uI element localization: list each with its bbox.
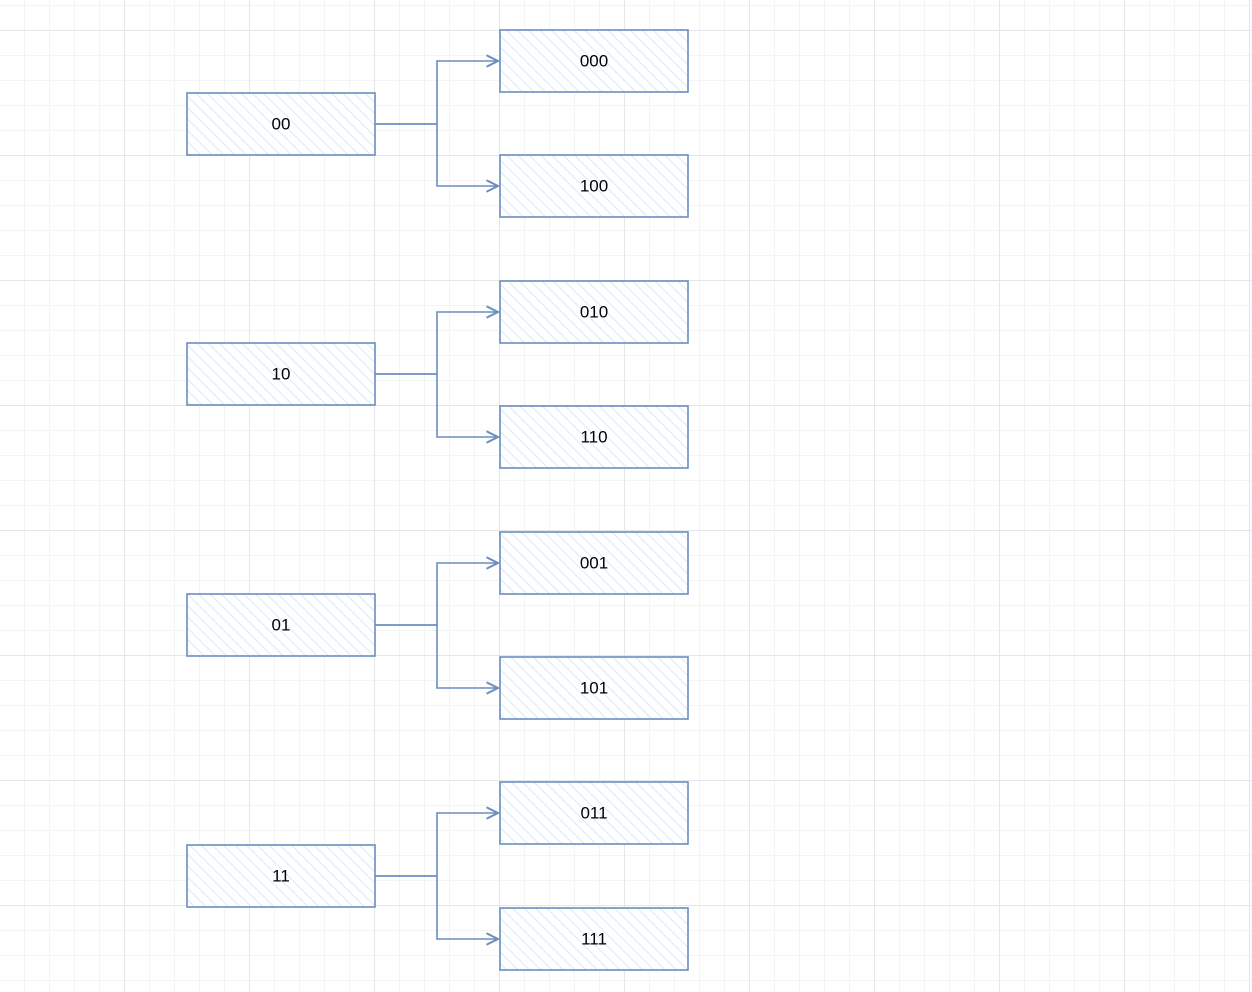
edge-11-to-011[interactable] [375,813,498,877]
target-node-001[interactable]: 001 [499,531,689,595]
source-node-00[interactable]: 00 [186,92,376,156]
node-label: 000 [580,52,608,71]
edge-01-to-101[interactable] [375,624,498,688]
edge-00-to-000[interactable] [375,61,498,125]
edge-11-to-111[interactable] [375,875,498,939]
node-label: 01 [272,616,291,635]
node-label: 00 [272,115,291,134]
edge-10-to-010[interactable] [375,312,498,375]
node-label: 10 [272,365,291,384]
edge-10-to-110[interactable] [375,373,498,437]
edge-00-to-100[interactable] [375,123,498,186]
target-node-100[interactable]: 100 [499,154,689,218]
node-label: 100 [580,177,608,196]
node-label: 101 [580,679,608,698]
target-node-010[interactable]: 010 [499,280,689,344]
node-label: 11 [272,867,290,886]
source-node-11[interactable]: 11 [186,844,376,908]
node-label: 010 [580,303,608,322]
target-node-110[interactable]: 110 [499,405,689,469]
source-node-01[interactable]: 01 [186,593,376,657]
node-label: 111 [581,930,607,949]
node-label: 001 [580,554,608,573]
target-node-000[interactable]: 000 [499,29,689,93]
target-node-101[interactable]: 101 [499,656,689,720]
target-node-011[interactable]: 011 [499,781,689,845]
edge-01-to-001[interactable] [375,563,498,626]
node-label: 011 [580,804,607,823]
node-label: 110 [580,428,607,447]
target-node-111[interactable]: 111 [499,907,689,971]
source-node-10[interactable]: 10 [186,342,376,406]
